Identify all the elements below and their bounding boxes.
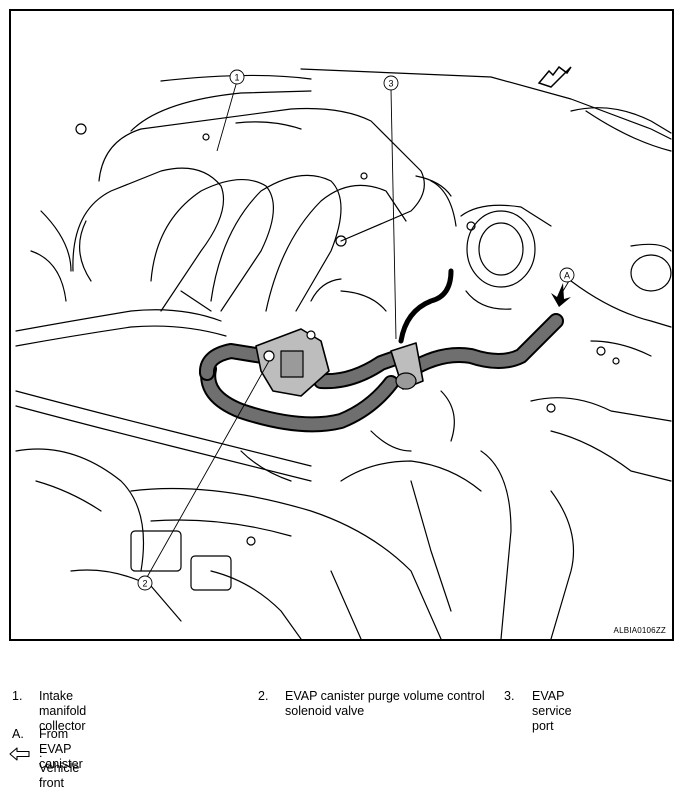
- legend-item-label: A.: [12, 727, 24, 741]
- svg-text:A: A: [564, 271, 570, 281]
- callout-3: 3: [383, 75, 399, 91]
- legend-item-text: : Vehicle front: [39, 746, 80, 790]
- legend-item-number: 2.: [258, 689, 269, 703]
- legend-item-text: EVAP canister purge volume control solen…: [285, 689, 485, 718]
- svg-text:2: 2: [142, 579, 147, 589]
- callout-1: 1: [229, 69, 245, 85]
- hollow-arrow-left-icon: [9, 747, 30, 761]
- legend-item-number: 1.: [12, 689, 23, 703]
- legend-item-text: From EVAP canister: [39, 727, 83, 771]
- engine-line-drawing: 1 3 2 A: [15, 65, 672, 639]
- vehicle-front-arrow-icon: [537, 65, 572, 88]
- figure-code: ALBIA0106ZZ: [613, 626, 666, 635]
- svg-text:1: 1: [234, 73, 239, 83]
- flow-arrow-a-icon: [551, 283, 571, 307]
- callout-2: 2: [137, 575, 153, 591]
- engine-illustration: 1 3 2 A ALBIA0106ZZ: [9, 9, 674, 641]
- svg-text:3: 3: [388, 79, 393, 89]
- legend-item-text: EVAP service port: [532, 689, 572, 733]
- legend-item-number: 3.: [504, 689, 515, 703]
- callout-a: A: [559, 267, 575, 283]
- legend-item-text: Intake manifold collector: [39, 689, 87, 733]
